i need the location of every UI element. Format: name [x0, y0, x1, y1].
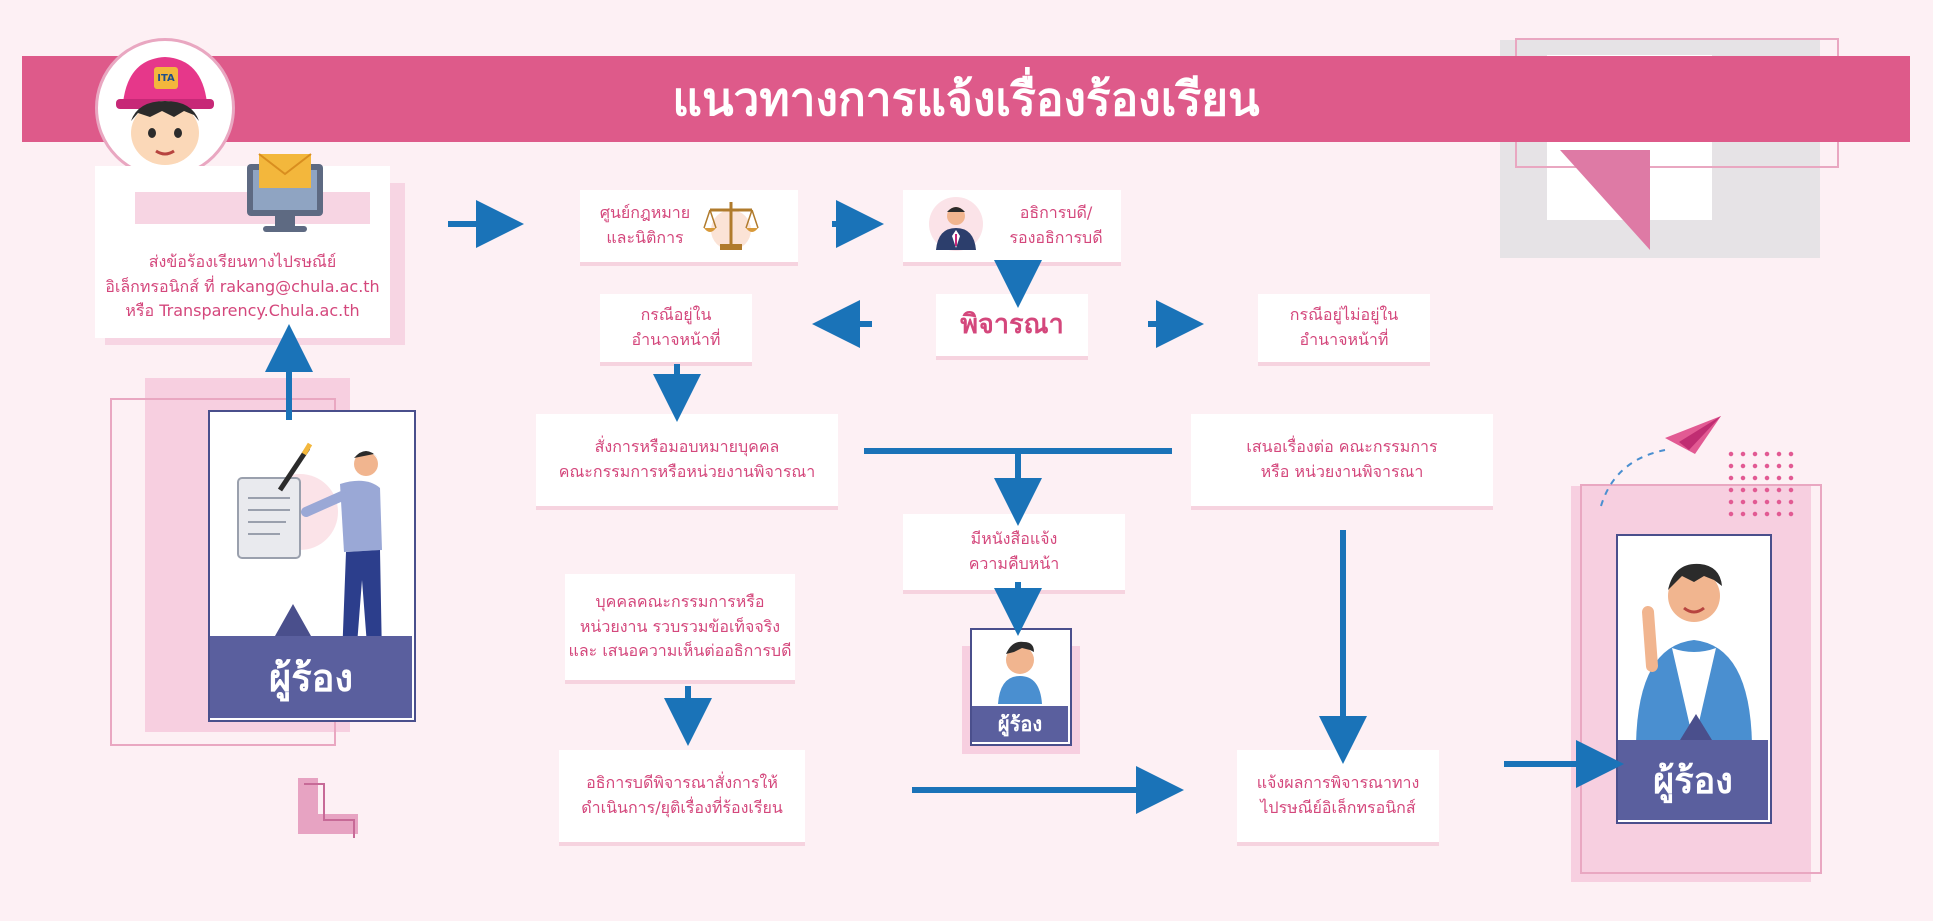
decide-line-2: ดำเนินการ/ยุติเรื่องที่ร้องเรียน	[581, 798, 783, 817]
progress-box: มีหนังสือแจ้ง ความคืบหน้า	[903, 514, 1125, 590]
notify-line-2: ไปรษณีย์อิเล็กทรอนิกส์	[1260, 798, 1416, 817]
submit-line-2: อิเล็กทรอนิกส์ ที่ rakang@chula.ac.th	[105, 276, 380, 296]
deco-triangle	[1560, 150, 1650, 250]
assign-line-1: สั่งการหรือมอบหมายบุคคล	[594, 437, 780, 457]
deco-corner-shape	[298, 778, 358, 838]
mascot-badge: ITA	[157, 73, 175, 84]
legal-line-1: ศูนย์กฎหมาย	[599, 203, 691, 223]
legal-line-2: และนิติการ	[606, 228, 684, 247]
gather-line-1: บุคคลคณะกรรมการหรือ	[595, 591, 765, 611]
notify-box: แจ้งผลการพิจารณาทาง ไปรษณีย์อิเล็กทรอนิก…	[1237, 750, 1439, 842]
complainant-icon	[1636, 563, 1752, 744]
president-line-1: อธิการบดี/	[1019, 203, 1093, 223]
legal-center-box: ศูนย์กฎหมาย และนิติการ	[580, 190, 798, 262]
mascot-icon: ITA	[95, 38, 235, 178]
card-notch-left	[275, 604, 311, 636]
complainant-label-small: ผู้ร้อง	[972, 706, 1068, 742]
gather-line-2: หน่วยงาน รวบรวมข้อเท็จจริง	[579, 616, 781, 636]
progress-line-1: มีหนังสือแจ้ง	[970, 529, 1058, 549]
submit-line-3: หรือ Transparency.Chula.ac.th	[125, 301, 360, 321]
decide-box: อธิการบดีพิจารณาสั่งการให้ ดำเนินการ/ยุต…	[559, 750, 805, 842]
deco-right-outline	[1580, 484, 1822, 874]
propose-line-2: หรือ หน่วยงานพิจารณา	[1260, 462, 1424, 481]
president-icon	[929, 197, 983, 251]
in-authority-line-1: กรณีอยู่ใน	[640, 305, 712, 325]
computer-mail-icon	[247, 153, 323, 232]
deco-dots-right	[1725, 448, 1795, 520]
assign-box: สั่งการหรือมอบหมายบุคคล คณะกรรมการหรือหน…	[536, 414, 838, 506]
in-authority-box: กรณีอยู่ใน อำนาจหน้าที่	[600, 294, 752, 362]
consider-label: พิจารณา	[960, 309, 1064, 341]
complainant-label-right: ผู้ร้อง	[1618, 740, 1768, 820]
submit-line-1: ส่งข้อร้องเรียนทางไปรษณีย์	[148, 251, 337, 271]
gather-box: บุคคลคณะกรรมการหรือ หน่วยงาน รวบรวมข้อเท…	[565, 574, 795, 680]
complainant-small-icon	[998, 641, 1042, 704]
scales-icon	[703, 202, 759, 250]
in-authority-line-2: อำนาจหน้าที่	[631, 330, 721, 349]
progress-line-2: ความคืบหน้า	[968, 554, 1060, 573]
card-notch-right	[1680, 714, 1712, 740]
gather-line-3: และ เสนอความเห็นต่ออธิการบดี	[568, 641, 792, 661]
decide-line-1: อธิการบดีพิจารณาสั่งการให้	[586, 773, 778, 793]
out-authority-line-2: อำนาจหน้าที่	[1299, 330, 1389, 349]
notify-line-1: แจ้งผลการพิจารณาทาง	[1256, 773, 1420, 793]
consider-box: พิจารณา	[936, 294, 1088, 356]
writing-person-icon	[237, 442, 382, 658]
complainant-label-left: ผู้ร้อง	[210, 636, 412, 718]
out-authority-box: กรณีอยู่ไม่อยู่ใน อำนาจหน้าที่	[1258, 294, 1430, 362]
page-title: แนวทางการแจ้งเรื่องร้องเรียน	[672, 71, 1260, 126]
president-line-2: รองอธิการบดี	[1009, 228, 1103, 247]
paper-plane-icon	[1600, 416, 1721, 507]
propose-line-1: เสนอเรื่องต่อ คณะกรรมการ	[1246, 437, 1438, 457]
assign-line-2: คณะกรรมการหรือหน่วยงานพิจารณา	[558, 462, 816, 481]
out-authority-line-1: กรณีอยู่ไม่อยู่ใน	[1289, 305, 1399, 325]
title-banner	[22, 56, 1910, 142]
propose-box: เสนอเรื่องต่อ คณะกรรมการ หรือ หน่วยงานพิ…	[1191, 414, 1493, 506]
